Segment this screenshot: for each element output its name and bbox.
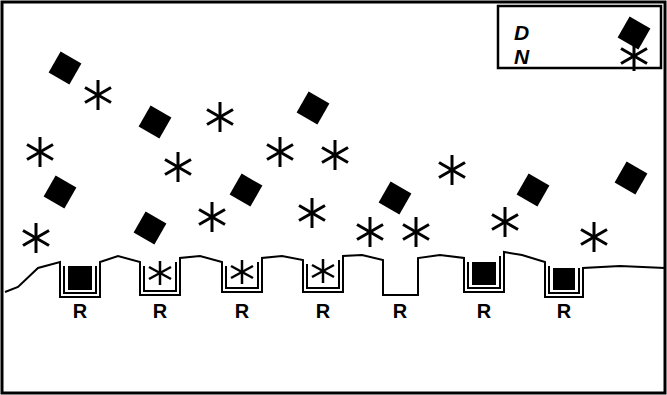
receptor-label: R xyxy=(235,301,249,321)
free-d-molecules xyxy=(44,52,648,245)
receptor-label: R xyxy=(557,301,571,321)
legend-asterisk xyxy=(621,41,647,71)
receptor-label: R xyxy=(316,301,330,321)
free-n-molecules xyxy=(23,80,607,253)
bound-molecules xyxy=(68,259,575,290)
receptor-sites xyxy=(64,256,579,293)
receptor-label: R xyxy=(393,301,407,321)
receptor-label: R xyxy=(477,301,491,321)
legend-label: D xyxy=(514,22,529,43)
receptor-label: R xyxy=(73,301,87,321)
receptor-label: R xyxy=(153,301,167,321)
membrane xyxy=(5,252,665,297)
legend-label: N xyxy=(514,46,529,67)
